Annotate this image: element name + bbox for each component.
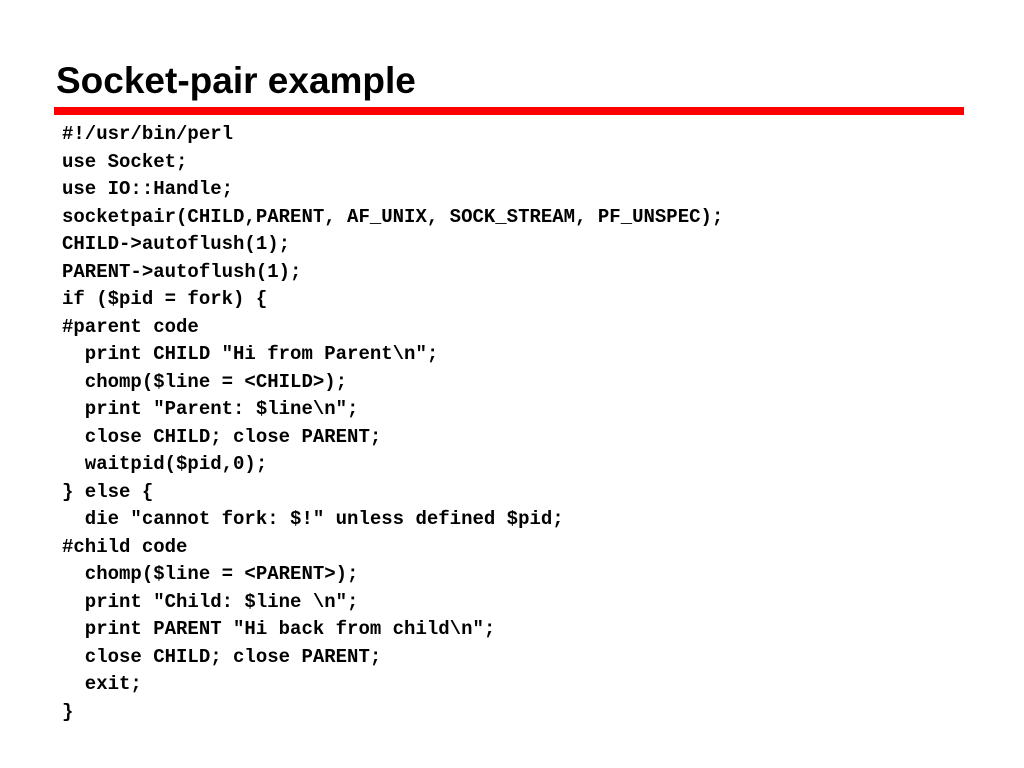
code-line: print "Parent: $line\n"; [62, 398, 359, 420]
code-line: chomp($line = <PARENT>); [62, 563, 359, 585]
code-line: CHILD->autoflush(1); [62, 233, 291, 255]
code-line: socketpair(CHILD,PARENT, AF_UNIX, SOCK_S… [62, 205, 724, 228]
code-line: close CHILD; close PARENT; [62, 425, 382, 448]
code-line: use Socket; [62, 150, 188, 173]
title-underline [54, 107, 964, 115]
code-line: chomp($line = <CHILD>); [62, 370, 348, 393]
code-line: } [62, 700, 74, 723]
slide-title: Socket-pair example [56, 60, 416, 101]
code-line: die "cannot fork: $!" unless defined $pi… [62, 508, 564, 530]
code-line: waitpid($pid,0); [62, 453, 268, 475]
code-block: #!/usr/bin/perl use Socket; use IO::Hand… [62, 121, 723, 726]
code-line: #!/usr/bin/perl [62, 123, 234, 145]
code-line: PARENT->autoflush(1); [62, 260, 302, 283]
code-line: print PARENT "Hi back from child\n"; [62, 618, 496, 640]
code-line: #child code [62, 535, 188, 558]
code-line: if ($pid = fork) { [62, 288, 268, 310]
code-line: close CHILD; close PARENT; [62, 645, 382, 668]
code-line: use IO::Handle; [62, 178, 234, 200]
code-line: exit; [62, 673, 142, 695]
code-line: } else { [62, 480, 154, 503]
code-line: print "Child: $line \n"; [62, 590, 359, 613]
code-line: print CHILD "Hi from Parent\n"; [62, 343, 439, 365]
code-line: #parent code [62, 315, 199, 338]
